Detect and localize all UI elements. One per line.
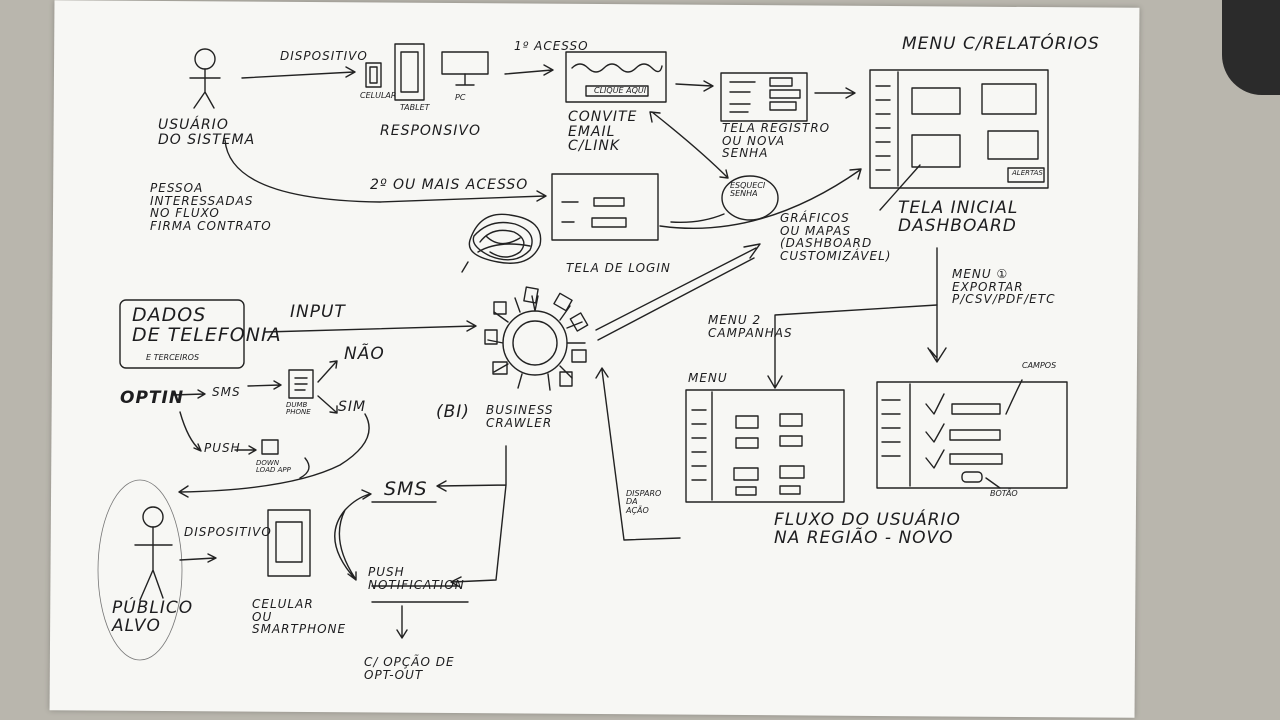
optout-label: C/ OPÇÃO DE OPT-OUT (364, 655, 455, 682)
optin-sms-label: SMS (212, 385, 241, 399)
dark-object (1222, 0, 1280, 95)
export-menu-label: MENU ① EXPORTAR P/CSV/PDF/ETC (952, 267, 1056, 307)
output-push-label: PUSH NOTIFICATION (368, 565, 465, 592)
optin-push-label: PUSH (204, 441, 241, 455)
arrow-yes-audience (178, 413, 370, 498)
arrow-user-devices (241, 66, 356, 79)
arrow-register-dashboard (814, 87, 856, 99)
optin-label: OPTIN (120, 388, 185, 408)
phone-label: CELULAR (360, 91, 397, 100)
download-app-box (261, 439, 279, 455)
alerts-label: ALERTAS (1012, 169, 1043, 177)
tablet-device (394, 43, 425, 101)
arrow-login-dashboard (659, 168, 862, 229)
audience-device-label: DISPOSITIVO (184, 525, 272, 539)
arrow-input (264, 320, 477, 333)
dumb-phone-label: DUMB PHONE (286, 401, 311, 417)
data-box (119, 299, 245, 369)
arrow-engine-graphs (595, 243, 761, 341)
arrow-branch-campaigns (767, 304, 938, 389)
menu-reports-label: MENU C/RELATÓRIOS (902, 34, 1100, 54)
arrow-device-label: DISPOSITIVO (280, 49, 368, 63)
graphs-note: GRÁFICOS OU MAPAS (DASHBOARD CUSTOMIZÁVE… (780, 211, 892, 263)
phone-device (365, 62, 382, 88)
no-label: NÃO (344, 344, 385, 364)
yes-label: SIM (338, 399, 367, 415)
arrow-email-register (675, 80, 714, 92)
dashboard-frame (869, 69, 1049, 189)
button-label: BOTÃO (990, 489, 1018, 498)
data-subtitle: E TERCEIROS (146, 353, 200, 362)
login-frame (551, 173, 659, 241)
system-user-label: USUÁRIO DO SISTEMA (158, 117, 256, 148)
arrow-audience-device (179, 553, 217, 563)
fields-label: CAMPOS (1022, 361, 1057, 370)
trigger-label: DISPARO DA AÇÃO (626, 489, 662, 515)
first-access-label: 1º ACESSO (514, 39, 589, 53)
arrow-trigger (595, 367, 681, 541)
menu2-campaigns-label: MENU 2 CAMPANHAS (708, 313, 793, 340)
dashboard-caption: TELA INICIAL DASHBOARD (898, 198, 1019, 236)
arrow-devices-email (504, 64, 554, 76)
arrow-email-forgot (649, 111, 729, 179)
email-invite-frame (565, 51, 667, 103)
data-title: DADOS DE TELEFONIA (132, 304, 282, 346)
crawler-connector (436, 445, 507, 588)
campaigns-frame (685, 389, 845, 503)
pc-device (441, 51, 489, 75)
smartphone-caption: CELULAR OU SMARTPHONE (252, 597, 347, 637)
arrow-optout (396, 605, 408, 639)
forgot-password-bubble (721, 175, 779, 221)
email-invite-caption: CONVITE EMAIL C/LINK (568, 109, 638, 155)
export-frame (876, 381, 1068, 489)
login-caption: TELA DE LOGIN (566, 261, 671, 275)
arrow-device-outputs (334, 489, 372, 581)
output-sms-label: SMS (384, 478, 428, 500)
tablet-label: TABLET (400, 103, 430, 112)
scribble (461, 213, 542, 273)
campaigns-menu-label: MENU (688, 371, 728, 385)
input-label: INPUT (290, 302, 346, 322)
forgot-password-label: ESQUECI SENHA (730, 181, 766, 199)
gear-engine (484, 286, 589, 391)
arrow-optin-sms (171, 389, 206, 399)
bi-tag: (BI) (436, 402, 470, 422)
smartphone-device (267, 509, 311, 577)
user-flow-caption: FLUXO DO USUÁRIO NA REGIÃO - NOVO (774, 510, 961, 548)
download-app-label: DOWN LOAD APP (256, 459, 291, 475)
system-user-figure (189, 48, 221, 109)
click-here-button: CLIQUE AQUI (594, 86, 647, 95)
audience-figure (97, 479, 183, 661)
register-frame (720, 72, 808, 122)
responsive-caption: RESPONSIVO (380, 123, 482, 139)
audience-label: PÚBLICO ALVO (112, 598, 194, 636)
second-access-label: 2º OU MAIS ACESSO (370, 177, 529, 193)
pc-label: PC (455, 93, 466, 102)
system-user-note: PESSOA INTERESSADAS NO FLUXO FIRMA CONTR… (150, 181, 272, 233)
business-crawler-label: BUSINESS CRAWLER (486, 403, 554, 430)
dumb-phone (288, 369, 314, 399)
arrow-user-login (224, 139, 547, 203)
register-caption: TELA REGISTRO OU NOVA SENHA (722, 121, 831, 161)
arrow-dashboard-down (927, 247, 947, 363)
arrow-optin-push (179, 411, 202, 452)
